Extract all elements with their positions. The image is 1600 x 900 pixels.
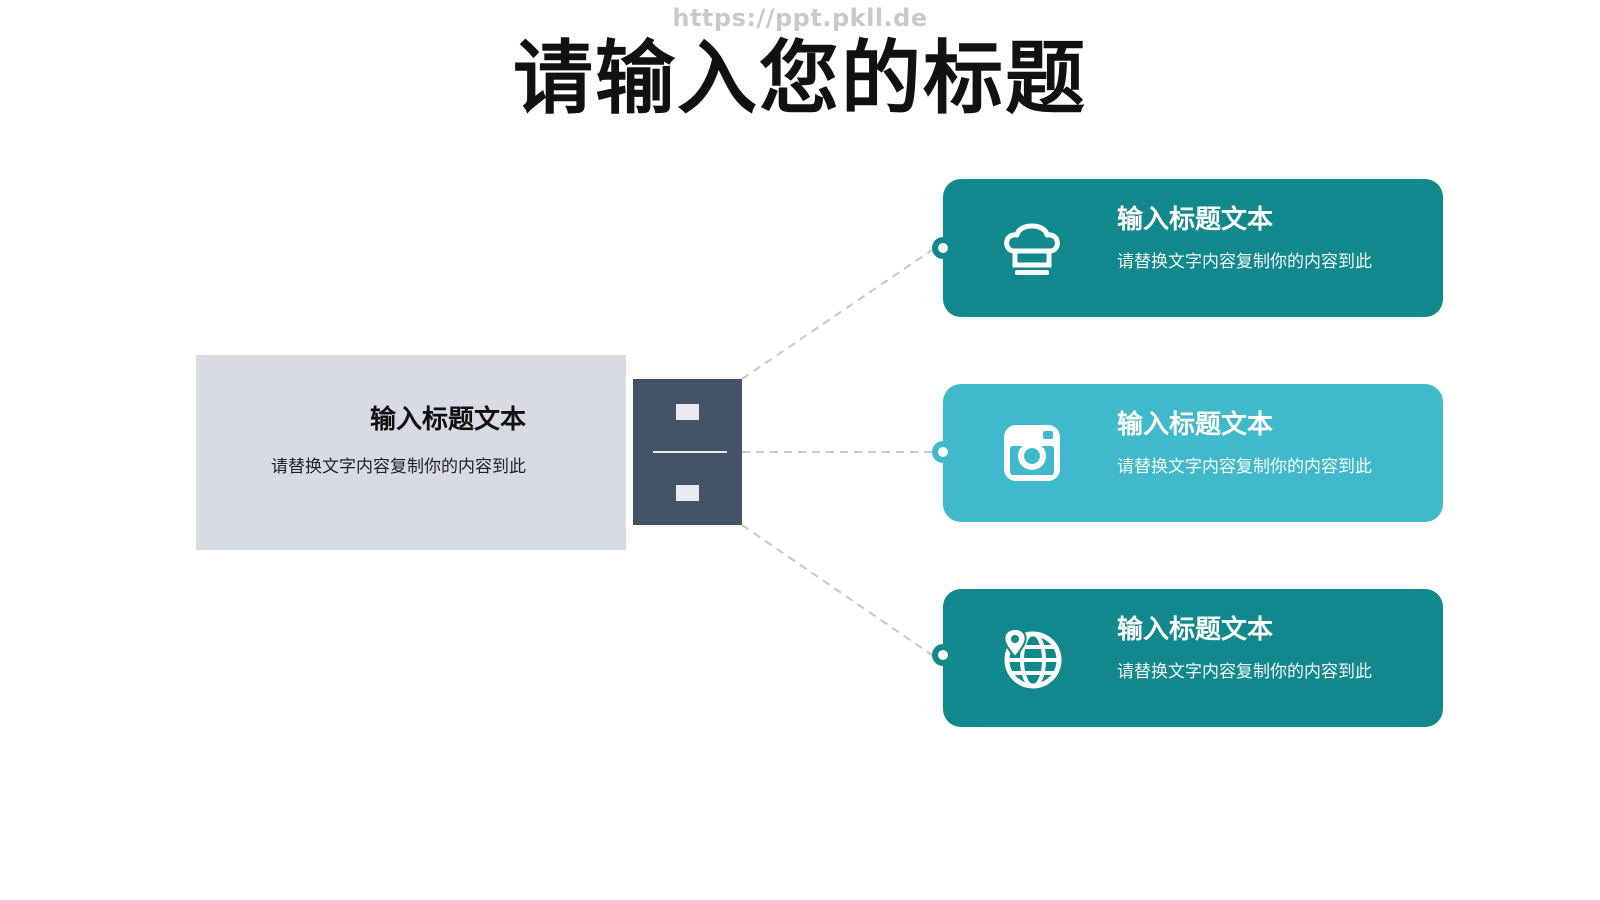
page-title: 请输入您的标题 xyxy=(513,32,1087,125)
block-square-bottom xyxy=(676,485,699,501)
feature-card-2: 输入标题文本 请替换文字内容复制你的内容到此 xyxy=(943,384,1443,522)
card-description: 请替换文字内容复制你的内容到此 xyxy=(1117,662,1372,682)
card-description: 请替换文字内容复制你的内容到此 xyxy=(1117,252,1372,272)
left-panel-title: 输入标题文本 xyxy=(369,405,526,435)
feature-card-3: 输入标题文本 请替换文字内容复制你的内容到此 xyxy=(943,589,1443,727)
left-panel: 输入标题文本 请替换文字内容复制你的内容到此 xyxy=(196,355,626,550)
connector-dot-3 xyxy=(932,644,954,666)
center-connector-block xyxy=(633,379,742,525)
feature-card-1: 输入标题文本 请替换文字内容复制你的内容到此 xyxy=(943,179,1443,317)
card-title: 输入标题文本 xyxy=(1117,410,1274,440)
globe-pin-icon xyxy=(999,625,1065,691)
card-title: 输入标题文本 xyxy=(1117,205,1274,235)
card-title: 输入标题文本 xyxy=(1117,615,1274,645)
block-divider xyxy=(653,451,727,453)
watermark: https://ppt.pkll.de xyxy=(672,4,928,32)
camera-icon xyxy=(999,420,1065,486)
left-panel-description: 请替换文字内容复制你的内容到此 xyxy=(271,457,526,477)
chef-hat-icon xyxy=(999,215,1065,281)
connector-dot-2 xyxy=(932,441,954,463)
connector-dot-1 xyxy=(932,237,954,259)
card-description: 请替换文字内容复制你的内容到此 xyxy=(1117,457,1372,477)
block-square-top xyxy=(676,404,699,420)
connector-line-bottom xyxy=(741,524,933,656)
connector-line-top xyxy=(741,249,933,380)
